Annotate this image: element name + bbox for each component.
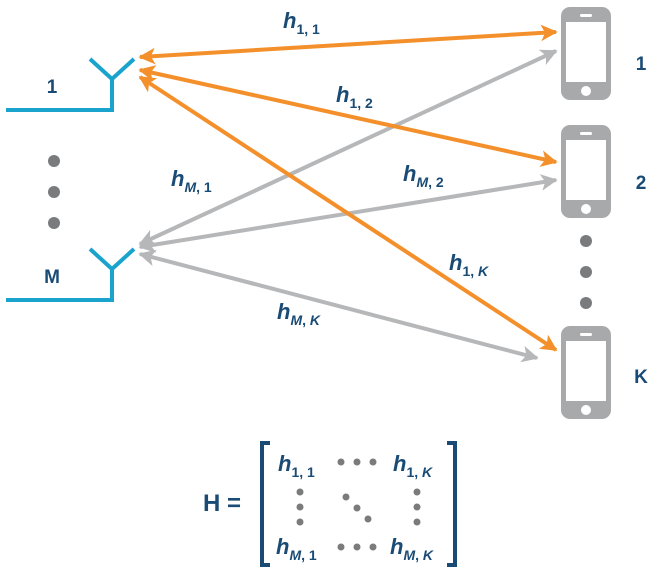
matrix-ellipses <box>296 458 421 551</box>
label-h11: h1, 1 <box>283 8 320 37</box>
ellipsis-dot <box>413 503 421 511</box>
ellipsis-dot <box>353 543 361 551</box>
label-h12: h1, 2 <box>336 82 373 111</box>
left-bracket <box>260 441 270 567</box>
label-hMK: hM, K <box>277 299 321 328</box>
label-h1K: h1, K <box>449 250 489 279</box>
device-label-1: 1 <box>636 54 647 75</box>
ellipsis-dot <box>296 518 304 526</box>
right-bracket <box>447 441 457 567</box>
ellipsis-dot <box>337 543 345 551</box>
label-hM2: hM, 2 <box>403 161 444 190</box>
ellipsis-dot <box>337 458 345 466</box>
antenna-icon <box>6 247 136 302</box>
label-hM1: hM, 1 <box>171 166 212 195</box>
matrix-entry-top-left: h1, 1 <box>278 451 315 480</box>
ellipsis-dot <box>296 488 304 496</box>
matrix-entry-bottom-left: hM, 1 <box>276 534 317 563</box>
ellipsis-dot <box>48 186 60 198</box>
device-2: 2 <box>561 125 646 218</box>
channel-matrix: H = h1, 1 h1, K hM, 1 hM, K <box>203 441 457 567</box>
links-orange <box>138 24 558 352</box>
ellipsis-dot <box>369 458 377 466</box>
ellipsis-dot <box>48 155 60 167</box>
ellipsis-dot <box>580 266 592 278</box>
device-ellipsis <box>580 235 592 309</box>
ellipsis-dot <box>413 518 421 526</box>
ellipsis-dot <box>296 503 304 511</box>
ellipsis-dot <box>353 458 361 466</box>
antenna-M: M <box>6 247 136 302</box>
link-h1K <box>138 75 558 352</box>
ellipsis-dot <box>48 217 60 229</box>
ellipsis-dot <box>369 543 377 551</box>
antenna-ellipsis <box>48 155 60 229</box>
ellipsis-dot <box>353 504 361 512</box>
device-1: 1 <box>561 7 647 100</box>
smartphone-icon <box>561 326 611 419</box>
matrix-entry-top-right: h1, K <box>393 451 433 480</box>
ellipsis-dot <box>580 297 592 309</box>
matrix-lhs: H = <box>203 490 241 517</box>
device-label-2: 2 <box>636 173 647 194</box>
matrix-entry-bottom-right: hM, K <box>390 534 434 563</box>
ellipsis-dot <box>413 488 421 496</box>
antenna-1: 1 <box>6 57 136 112</box>
smartphone-icon <box>561 7 611 100</box>
ellipsis-dot <box>580 235 592 247</box>
ellipsis-dot <box>364 515 372 523</box>
link-h11 <box>138 24 558 65</box>
device-K: K <box>561 326 648 419</box>
antenna-label-1: 1 <box>47 77 58 98</box>
antenna-label-M: M <box>44 267 60 288</box>
antenna-icon <box>6 57 136 112</box>
device-label-K: K <box>634 367 648 388</box>
smartphone-icon <box>561 125 611 218</box>
ellipsis-dot <box>342 493 350 501</box>
